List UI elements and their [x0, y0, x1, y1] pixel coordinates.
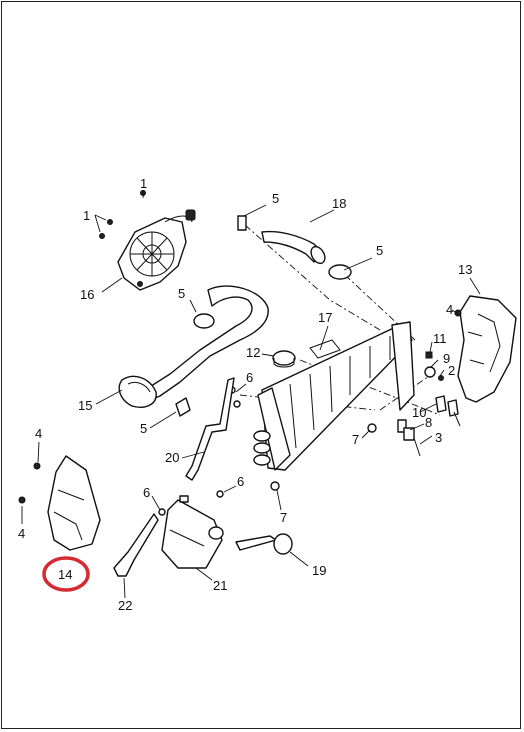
callout-6: 6	[237, 474, 244, 489]
washer-icon	[424, 366, 436, 378]
screw-icon	[33, 462, 41, 470]
overflow-hose	[113, 513, 159, 577]
clamp-icon	[193, 313, 215, 329]
highlight-circle	[42, 556, 90, 592]
spring-icon	[435, 395, 447, 413]
leader-lines	[21, 189, 481, 599]
spring-icon	[447, 399, 459, 417]
screw-icon	[99, 233, 105, 239]
callout-6: 6	[246, 370, 253, 385]
screw-icon	[454, 309, 462, 317]
hose-bolt-icon	[237, 215, 247, 231]
hose-clamps	[193, 264, 352, 329]
callout-5: 5	[376, 243, 383, 258]
callout-13: 13	[458, 262, 472, 277]
small-hose	[185, 377, 235, 481]
callout-15: 15	[78, 398, 92, 413]
callout-20: 20	[165, 450, 179, 465]
coolant-reservoir	[161, 495, 224, 569]
callout-5: 5	[140, 421, 147, 436]
callout-18: 18	[332, 196, 346, 211]
upper-hose	[237, 215, 326, 265]
callout-1: 1	[83, 208, 90, 223]
screw-icon	[18, 496, 26, 504]
bolt-icon	[233, 400, 241, 408]
right-shroud	[457, 295, 517, 403]
nut-icon	[425, 351, 433, 359]
filler-neck	[235, 533, 293, 555]
callout-1: 1	[140, 176, 147, 191]
callout-21: 21	[213, 578, 227, 593]
fan-assembly	[99, 190, 196, 291]
bolt-icon	[270, 481, 280, 491]
clamp-icon	[328, 264, 352, 280]
bracket	[175, 397, 191, 417]
callout-4: 4	[446, 302, 453, 317]
callout-labels: 1 1 5 18 5 16 13 5 4 17 12 11 9 2 6 15 1…	[18, 176, 472, 613]
callout-7: 7	[280, 510, 287, 525]
radiator	[253, 321, 415, 471]
callout-22: 22	[118, 598, 132, 613]
callout-8: 8	[425, 415, 432, 430]
callout-16: 16	[80, 287, 94, 302]
callout-4: 4	[18, 526, 25, 541]
callout-14: 14	[58, 567, 72, 582]
callout-2: 2	[448, 363, 455, 378]
grommet-icon	[403, 427, 415, 441]
callout-7: 7	[352, 432, 359, 447]
bolt-icon	[438, 375, 444, 381]
screw-icon	[107, 219, 113, 225]
callout-3: 3	[435, 430, 442, 445]
screw-icon	[137, 281, 143, 287]
lower-hose	[118, 285, 269, 408]
callout-10: 10	[412, 405, 426, 420]
callout-19: 19	[312, 563, 326, 578]
callout-11: 11	[433, 331, 447, 346]
bolt-icon	[216, 490, 224, 498]
callout-4: 4	[35, 426, 42, 441]
left-shroud	[47, 455, 101, 551]
callout-6: 6	[143, 485, 150, 500]
callout-9: 9	[443, 351, 450, 366]
callout-12: 12	[246, 345, 260, 360]
small-hardware	[18, 309, 462, 516]
callout-5: 5	[178, 286, 185, 301]
bolt-icon	[158, 508, 166, 516]
callout-5: 5	[272, 191, 279, 206]
fan-connector-icon	[185, 209, 196, 221]
callout-17: 17	[318, 310, 332, 325]
radiator-cap	[272, 350, 296, 368]
